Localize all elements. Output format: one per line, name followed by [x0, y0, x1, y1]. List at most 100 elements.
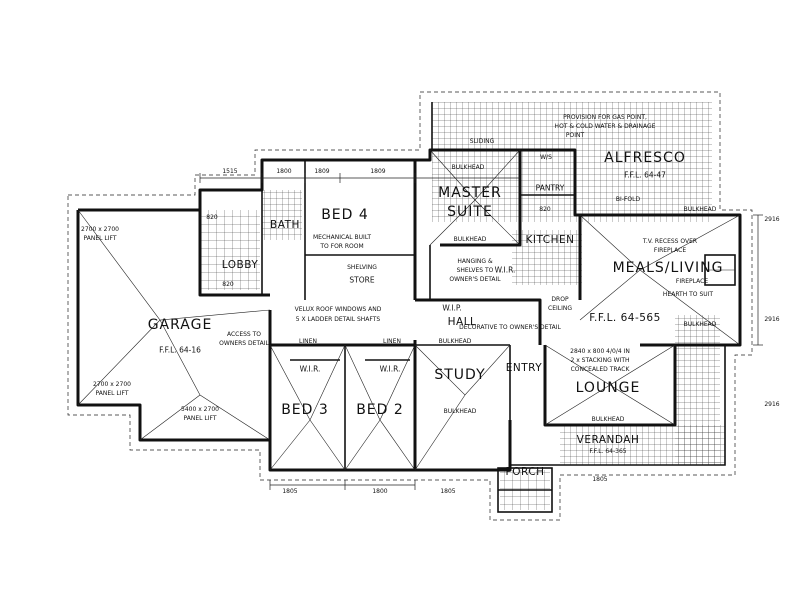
- lounge-door-note-1: 2840 x 800 4/0/4 IN: [570, 348, 630, 355]
- garage-door-2: 2700 x 2700: [93, 381, 131, 388]
- alfresco-label: ALFRESCO: [604, 150, 686, 166]
- bath-tiles: [262, 190, 302, 240]
- top-dimension-line: [199, 173, 520, 183]
- dim-label: 820: [222, 281, 234, 288]
- wir-kitchen-label: W.I.R.: [494, 265, 516, 275]
- dim-label: 820: [539, 206, 551, 213]
- decorative-note: DECORATIVE TO OWNER'S DETAIL: [459, 324, 561, 331]
- garage-door-3: 5400 x 2700: [181, 406, 219, 413]
- lounge-roof-lines: [544, 344, 676, 426]
- pantry-label: PANTRY: [535, 183, 565, 193]
- study-roof-lines: [414, 344, 511, 471]
- eave-line: [67, 91, 753, 521]
- dim-label: 1800: [276, 168, 292, 175]
- drop-ceiling-2: CEILING: [548, 305, 572, 312]
- living-ffl: F.F.L. 64-565: [589, 311, 661, 324]
- kitchen-label: KITCHEN: [525, 233, 575, 246]
- garage-door-1: 2700 x 2700: [81, 226, 119, 233]
- dim-label: 1805: [592, 476, 608, 483]
- dim-label: 2916: [764, 216, 780, 223]
- bulkhead-6: BULKHEAD: [683, 321, 717, 328]
- dim-label: 1800: [372, 488, 388, 495]
- hall-wall: [415, 298, 542, 345]
- living-roof-lines: [579, 214, 741, 346]
- right-dimension-line: [753, 214, 763, 346]
- alfresco-point-note: POINT: [565, 132, 585, 139]
- garage-hip-lines: [77, 209, 271, 441]
- access-note-2: OWNERS DETAIL: [219, 340, 269, 347]
- wir-bed3-label: W.I.R.: [299, 364, 321, 374]
- mechanical-note-1: MECHANICAL BUILT: [312, 234, 372, 241]
- lounge-wall: [543, 345, 677, 427]
- hanging-note-2: SHELVES TO: [456, 267, 494, 274]
- master-roof-lines: [429, 149, 521, 246]
- linen1-label: LINEN: [299, 338, 317, 345]
- master-label-1: MASTER: [438, 185, 502, 201]
- bulkhead-3: BULKHEAD: [438, 338, 472, 345]
- garage-door-2b: PANEL LIFT: [95, 390, 129, 397]
- garage-label: GARAGE: [147, 317, 213, 333]
- meals-living-label: MEALS/LIVING: [612, 260, 724, 276]
- verandah-ffl: F.F.L. 64-365: [589, 448, 627, 455]
- verandah-outline: [509, 344, 740, 466]
- bulkhead-5: BULKHEAD: [591, 416, 625, 423]
- lounge-door-note-3: CONCEALED TRACK: [570, 366, 630, 373]
- fireplace-note-2: FIREPLACE: [675, 278, 709, 285]
- dim-label: 2916: [764, 316, 780, 323]
- bed2-label: BED 2: [356, 402, 404, 418]
- store-label: STORE: [349, 275, 375, 285]
- dim-label: 1805: [440, 488, 456, 495]
- mechanical-note-2: TO FOR ROOM: [320, 243, 364, 250]
- dim-label: 1809: [370, 168, 386, 175]
- kitchen-tiles: [512, 230, 582, 285]
- wir-bed2-label: W.I.R.: [379, 364, 401, 374]
- master-wall: [415, 148, 522, 247]
- lobby-tiles: [200, 210, 260, 290]
- porch-label: PORCH: [505, 465, 545, 478]
- alfresco-gas-note: PROVISION FOR GAS POINT,: [563, 114, 647, 121]
- garage-wall-top: [78, 208, 270, 297]
- drop-ceiling-1: DROP: [551, 296, 569, 303]
- bulkhead-4: BULKHEAD: [443, 408, 477, 415]
- alfresco-tiles: [432, 102, 712, 222]
- wip-master-label: W.I.P.: [442, 303, 462, 313]
- access-note: ACCESS TO: [226, 331, 262, 338]
- bed4-label: BED 4: [321, 207, 369, 223]
- tv-recess-note: T.V. RECESS OVER: [642, 238, 698, 245]
- alfresco-ffl: F.F.L. 64-47: [624, 170, 666, 180]
- sliding-note: SLIDING: [469, 138, 495, 145]
- hearth-note: HEARTH TO SUIT: [662, 291, 714, 298]
- bath-label: BATH: [270, 218, 300, 231]
- bulkhead-1: BULKHEAD: [451, 164, 485, 171]
- dim-label: 2916: [764, 401, 780, 408]
- verandah-label: VERANDAH: [576, 433, 640, 446]
- fireplace-note: FIREPLACE: [653, 247, 687, 254]
- lounge-label: LOUNGE: [575, 380, 641, 396]
- garage-door-3b: PANEL LIFT: [183, 415, 217, 422]
- bulkhead-2: BULKHEAD: [453, 236, 487, 243]
- hanging-note-3: OWNER'S DETAIL: [449, 276, 501, 283]
- living-wall: [580, 213, 742, 347]
- bedrooms-outer-wall: [268, 310, 417, 472]
- ws-note: W/S: [540, 154, 552, 161]
- master-label-2: SUITE: [447, 204, 493, 220]
- dim-label: 820: [206, 214, 218, 221]
- dim-label: 1809: [314, 168, 330, 175]
- bottom-dimension-line: [269, 480, 416, 490]
- study-label: STUDY: [434, 367, 486, 383]
- bulkhead-7: BULKHEAD: [683, 206, 717, 213]
- dim-label: 1515: [222, 168, 238, 175]
- hall-label: HALL: [447, 315, 477, 328]
- verandah-side-tiles: [675, 315, 720, 465]
- lounge-door-note-2: 2 x STACKING WITH: [570, 357, 630, 364]
- alfresco-water-note: HOT & COLD WATER & DRAINAGE: [554, 123, 656, 130]
- garage-door-1b: PANEL LIFT: [83, 235, 117, 242]
- hanging-note-1: HANGING &: [457, 258, 493, 265]
- entry-label: ENTRY: [505, 361, 543, 374]
- velux-note-2: 5 X LADDER DETAIL SHAFTS: [295, 316, 381, 323]
- dim-label: 1805: [282, 488, 298, 495]
- garage-ffl: F.F.L. 64-16: [159, 345, 201, 355]
- linen2-label: LINEN: [383, 338, 401, 345]
